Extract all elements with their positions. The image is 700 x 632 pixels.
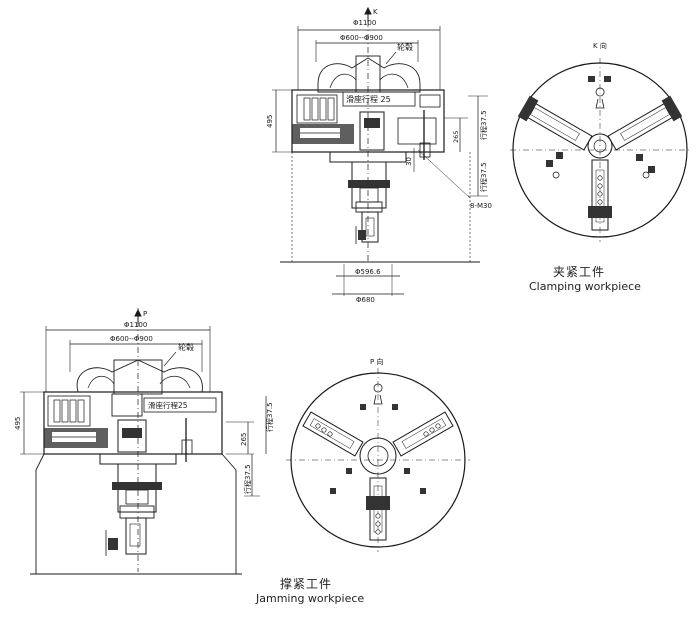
bottom-dim-265: 265: [240, 433, 248, 446]
bottom-dim-1100: Φ1100: [124, 321, 147, 329]
bottom-dim-495: 495: [14, 417, 22, 430]
top-tire-label: 轮毂: [397, 42, 413, 52]
top-thread: 8-M30: [470, 202, 492, 210]
bottom-stroke-down: 行程37.5: [243, 464, 252, 494]
top-dim-30: 30: [405, 157, 413, 166]
bottom-view-letter: P: [143, 310, 147, 318]
top-caption-cn: 夹紧工件: [553, 265, 606, 279]
top-side-view: K Φ1100 Φ600--Φ900 轮毂 滑座行程 25: [266, 6, 492, 304]
bottom-slide-stroke: 滑座行程25: [148, 400, 188, 410]
top-dim-680: Φ680: [356, 296, 375, 304]
top-view-letter: K: [373, 8, 378, 16]
top-stroke-down: 行程37.5: [479, 162, 488, 192]
top-dim-1100: Φ1100: [353, 19, 376, 27]
top-front-view: K 向: [510, 41, 692, 242]
top-dim-495: 495: [266, 115, 274, 128]
bottom-front-view: P 向: [286, 357, 470, 552]
bottom-dim-600-900: Φ600--Φ900: [110, 335, 153, 343]
bottom-view-caption: P 向: [370, 357, 383, 366]
top-dim-600-900: Φ600--Φ900: [340, 34, 383, 42]
bottom-side-view: P Φ1100 Φ600--Φ900 轮毂 滑座行程25: [14, 308, 274, 575]
bottom-tire-label: 轮毂: [178, 342, 194, 352]
bottom-caption-cn: 撑紧工件: [280, 577, 333, 591]
top-dim-596: Φ596.6: [355, 268, 381, 276]
top-slide-stroke: 滑座行程 25: [346, 94, 391, 104]
top-view-caption: K 向: [593, 41, 607, 50]
bottom-caption-en: Jamming workpiece: [256, 592, 365, 605]
top-caption-en: Clamping workpiece: [529, 280, 641, 293]
top-stroke-up: 行程37.5: [479, 110, 488, 140]
top-dim-265: 265: [452, 131, 460, 143]
bottom-stroke-up: 行程37.5: [265, 402, 274, 432]
